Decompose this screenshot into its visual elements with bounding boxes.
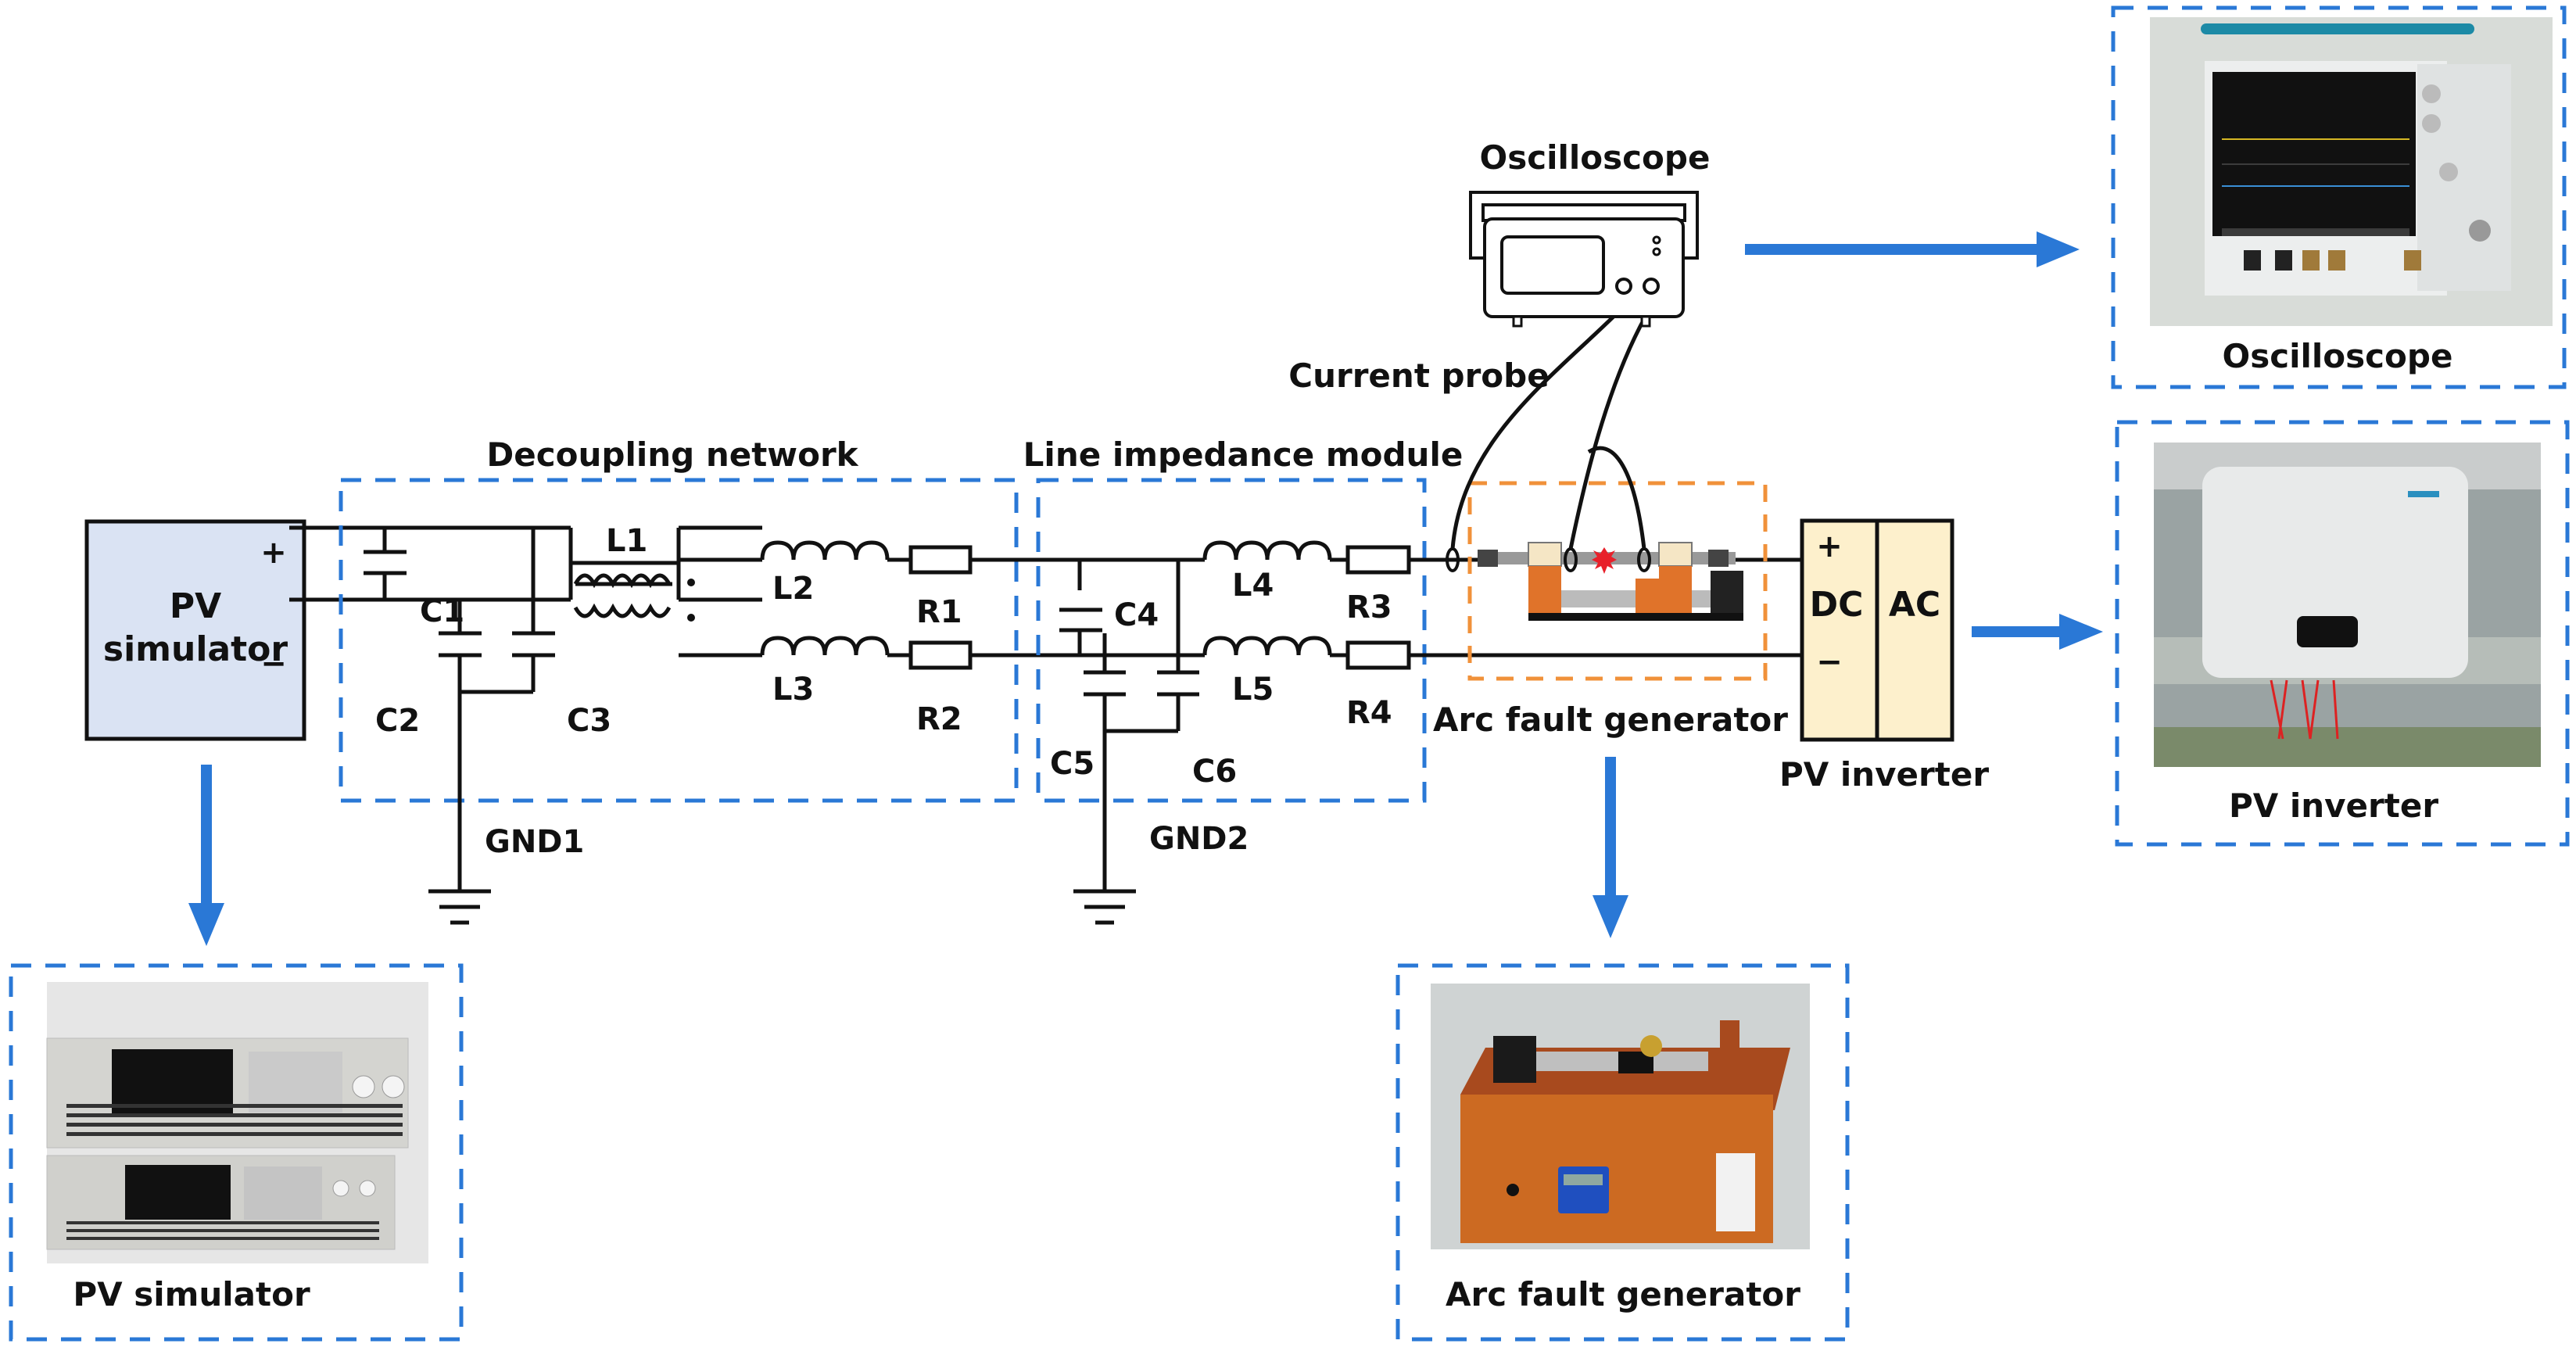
pv-inverter-label: PV inverter bbox=[1779, 755, 1989, 794]
l3-label: L3 bbox=[772, 672, 814, 708]
probe-cable-1 bbox=[1450, 305, 1625, 550]
arc-spark-icon bbox=[1592, 547, 1617, 574]
current-probe-label: Current probe bbox=[1288, 357, 1549, 395]
arc-fault-generator-label: Arc fault generator bbox=[1433, 701, 1788, 739]
arc-fault-generator-box bbox=[1467, 481, 1768, 681]
gnd2-label: GND2 bbox=[1149, 821, 1249, 857]
c3-label: C3 bbox=[567, 703, 611, 739]
probe-cable-2 bbox=[1568, 305, 1653, 550]
inductor-l3: L3 bbox=[760, 636, 890, 708]
minus-terminal: − bbox=[260, 646, 287, 682]
pv-simulator-label-2: simulator bbox=[103, 629, 288, 669]
l4-label: L4 bbox=[1232, 568, 1274, 604]
pv-inverter-photo-panel: PV inverter bbox=[2115, 420, 2570, 847]
capacitor-c1: C1 bbox=[364, 528, 464, 629]
r4-label: R4 bbox=[1346, 695, 1392, 731]
capacitor-c5: C5 bbox=[1050, 633, 1126, 891]
r1-label: R1 bbox=[916, 594, 962, 630]
line-impedance-module-box bbox=[1036, 478, 1427, 803]
oscilloscope-photo-panel: Oscilloscope bbox=[2111, 5, 2567, 389]
pv-simulator-label-1: PV bbox=[170, 586, 221, 626]
pv-inverter-block: + − DC AC bbox=[1800, 518, 1954, 742]
capacitor-c6: C6 bbox=[1105, 633, 1237, 790]
arrow-pv-simulator bbox=[188, 765, 224, 946]
arc-fault-generator-schematic bbox=[1467, 481, 1768, 681]
oscilloscope-photo-caption: Oscilloscope bbox=[2223, 337, 2453, 375]
arrow-right-icon bbox=[2059, 614, 2103, 650]
ground-gnd1: GND1 bbox=[428, 824, 584, 925]
capacitor-c3: C3 bbox=[460, 631, 611, 739]
oscilloscope-label: Oscilloscope bbox=[1480, 138, 1711, 177]
l2-label: L2 bbox=[772, 571, 814, 607]
inductor-l2: L2 bbox=[760, 540, 890, 607]
arrow-down-icon bbox=[188, 903, 224, 946]
arrow-right-icon bbox=[2037, 231, 2080, 267]
plus-terminal: + bbox=[260, 535, 287, 571]
ground-gnd2: GND2 bbox=[1073, 821, 1249, 925]
r2-label: R2 bbox=[916, 701, 962, 737]
capacitor-c4: C4 bbox=[1059, 560, 1159, 655]
resistor-r4: R4 bbox=[1345, 640, 1411, 731]
decoupling-network-label: Decoupling network bbox=[486, 435, 858, 474]
l1-label: L1 bbox=[606, 523, 647, 559]
c1-label: C1 bbox=[420, 593, 464, 629]
pv-inverter-photo-caption: PV inverter bbox=[2229, 787, 2438, 825]
c2-label: C2 bbox=[375, 703, 420, 739]
arrow-down-icon bbox=[1593, 895, 1628, 938]
pv-simulator-block: PV simulator + − bbox=[84, 519, 306, 741]
c5-label: C5 bbox=[1050, 746, 1095, 782]
pv-simulator-photo-panel: PV simulator bbox=[9, 963, 464, 1342]
l5-label: L5 bbox=[1232, 672, 1274, 708]
c6-label: C6 bbox=[1192, 754, 1237, 790]
inductor-l1: L1 bbox=[573, 523, 695, 622]
r3-label: R3 bbox=[1346, 589, 1392, 625]
inverter-plus: + bbox=[1816, 529, 1843, 564]
probe-cable-3 bbox=[1587, 446, 1646, 550]
inverter-minus: − bbox=[1816, 644, 1843, 680]
resistor-r3: R3 bbox=[1345, 545, 1411, 625]
inductor-l5: L5 bbox=[1202, 636, 1332, 708]
ac-label: AC bbox=[1889, 585, 1940, 625]
capacitor-c2: C2 bbox=[375, 600, 482, 891]
oscilloscope-schematic bbox=[1469, 191, 1699, 328]
arc-fault-generator-photo-caption: Arc fault generator bbox=[1446, 1275, 1800, 1313]
arrow-arc-fault-generator bbox=[1593, 757, 1628, 938]
resistor-r1: R1 bbox=[908, 545, 973, 630]
arrow-pv-inverter bbox=[1972, 614, 2103, 650]
pv-simulator-photo-caption: PV simulator bbox=[73, 1275, 310, 1313]
c4-label: C4 bbox=[1114, 597, 1159, 633]
gnd1-label: GND1 bbox=[485, 824, 584, 860]
dc-label: DC bbox=[1810, 585, 1864, 625]
resistor-r2: R2 bbox=[908, 640, 973, 737]
arrow-oscilloscope bbox=[1745, 231, 2080, 267]
main-wires bbox=[289, 525, 762, 602]
inductor-l4: L4 bbox=[1202, 540, 1332, 604]
decoupling-network-box bbox=[339, 478, 1019, 803]
arc-fault-generator-photo-panel: Arc fault generator bbox=[1395, 963, 1850, 1342]
line-impedance-module-label: Line impedance module bbox=[1023, 435, 1464, 474]
